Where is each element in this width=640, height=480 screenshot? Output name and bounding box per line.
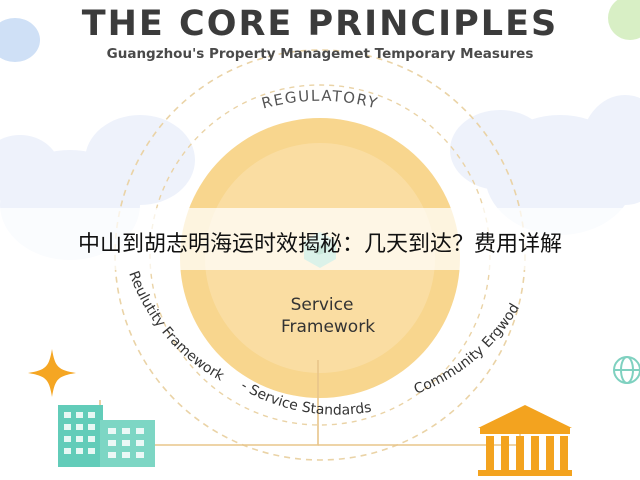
overlay-banner-text[interactable]: 中山到胡志明海运时效揭秘：几天到达？费用详解 [77,232,562,257]
corner-blob-right [608,0,640,40]
overlay-banner [0,208,640,270]
star-icon [28,349,76,397]
globe-icon [613,356,640,384]
core-label-line2: Framework [281,317,375,337]
page-subtitle: Guangzhou's Property Managemet Temporary… [106,46,534,62]
corner-blob-left [0,18,40,62]
core-label-line1: Service [291,295,354,315]
courthouse-icon [478,405,572,476]
office-building-icon [58,405,155,467]
page-title: THE CORE PRINCIPLES [81,4,559,44]
